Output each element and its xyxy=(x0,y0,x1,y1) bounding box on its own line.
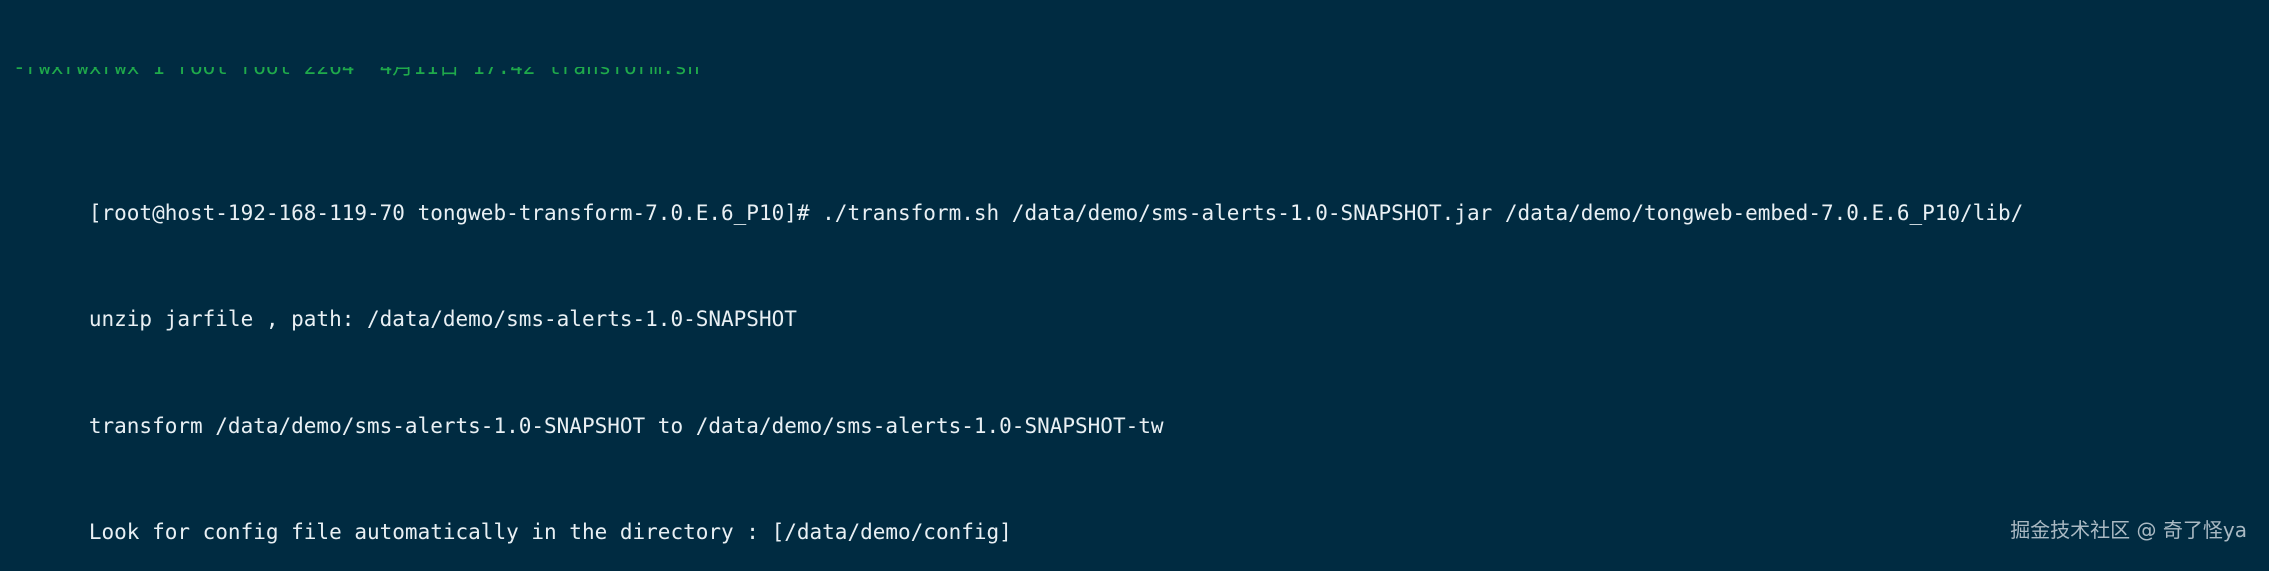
terminal-line-text: unzip jarfile , path: /data/demo/sms-ale… xyxy=(88,307,797,332)
terminal-line-output: transform /data/demo/sms-alerts-1.0-SNAP… xyxy=(13,386,2269,438)
terminal-line-output: Look for config file automatically in th… xyxy=(13,492,2269,544)
terminal-clipped-text: -rwxrwxrwx 1 root root 2264 4月11日 17:42 … xyxy=(13,66,700,79)
terminal-line-text: transform /data/demo/sms-alerts-1.0-SNAP… xyxy=(88,413,1164,438)
terminal-line-command: [root@host-192-168-119-70 tongweb-transf… xyxy=(13,173,2269,225)
terminal-line-text: Look for config file automatically in th… xyxy=(88,519,1012,544)
watermark: 掘金技术社区 @ 奇了怪ya xyxy=(2010,518,2247,543)
terminal-line-clipped: -rwxrwxrwx 1 root root 2264 4月11日 17:42 … xyxy=(13,67,2269,94)
terminal-line-text: [root@host-192-168-119-70 tongweb-transf… xyxy=(88,200,2024,225)
terminal-screen: -rwxrwxrwx 1 root root 2264 4月11日 17:42 … xyxy=(13,0,2269,571)
terminal-line-output: unzip jarfile , path: /data/demo/sms-ale… xyxy=(13,280,2269,331)
